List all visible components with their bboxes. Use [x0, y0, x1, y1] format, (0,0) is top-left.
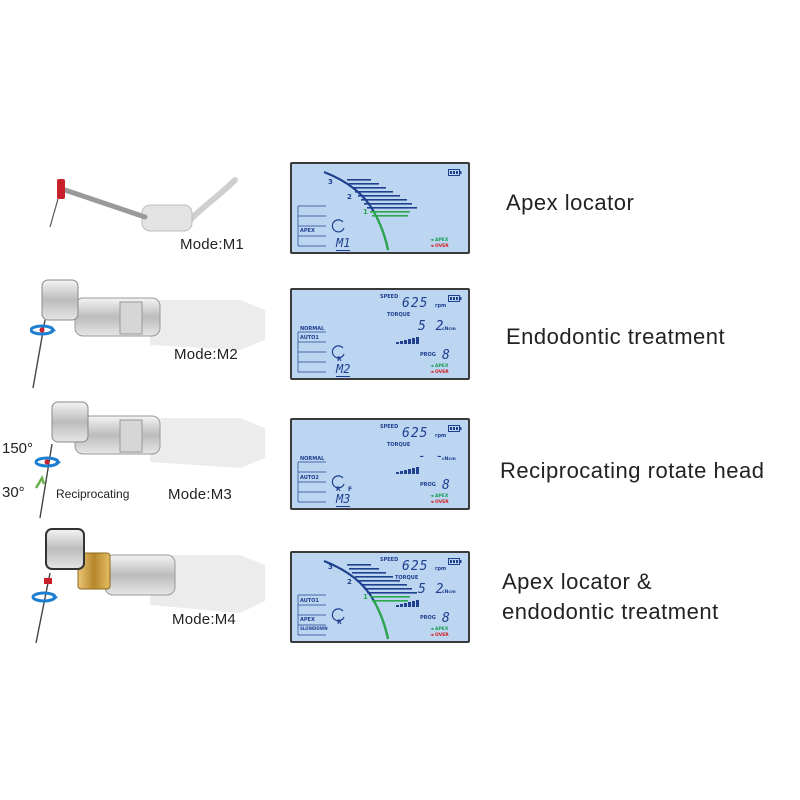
mode-row-m4: Mode:M4: [0, 525, 800, 655]
lcd-scale-2: 2: [347, 193, 352, 201]
lcd-apex-indicator: ◄ APEX: [430, 494, 449, 499]
title-line: Apex locator: [506, 190, 635, 215]
mode-label-m2: Mode:M2: [174, 346, 238, 363]
lcd-apex-indicator: ◄ APEX: [430, 364, 449, 369]
lcd-speed-label: SPEED: [380, 424, 399, 430]
lcd-mode-box: M3: [336, 492, 351, 507]
lcd-screen-m4: 3 2 1 SPEED 625 rpm TORQUE 5 2 cNcm AUTO…: [290, 551, 470, 643]
lcd-speed-unit: rpm: [435, 566, 447, 572]
lcd-over-indicator: ◄ OVER: [430, 370, 449, 375]
lcd-menu-auto1: AUTO1: [300, 335, 319, 341]
lcd-scale-2: 2: [347, 578, 352, 586]
lcd-speed-label: SPEED: [380, 294, 399, 300]
lcd-over-indicator: ◄ OVER: [430, 500, 449, 505]
lcd-scale-1: 1: [363, 593, 368, 601]
lcd-speed-unit: rpm: [435, 433, 447, 439]
lcd-direction: R: [337, 356, 342, 363]
lcd-menu-apex: APEX: [300, 617, 315, 623]
mode-label-m1: Mode:M1: [180, 236, 244, 253]
mode-row-m2: Mode:M2: [0, 270, 800, 390]
title-line: Reciprocating rotate head: [500, 458, 765, 483]
lcd-direction-r: R: [336, 486, 341, 493]
battery-icon: [448, 169, 462, 176]
lcd-speed-value: 625: [402, 559, 429, 574]
battery-icon: [448, 558, 462, 565]
angle-30-label: 30°: [2, 484, 25, 501]
lcd-menu-slowdown: SLOWDOWN: [300, 626, 328, 631]
lcd-speed-unit: rpm: [435, 303, 447, 309]
lcd-torque-unit: cNcm: [442, 457, 456, 462]
handpiece-image: [31, 528, 265, 644]
lcd-torque-value: - -: [418, 449, 445, 464]
lcd-mode-box: M1: [336, 236, 351, 251]
rotation-arrow-icon: [31, 591, 58, 603]
lcd-menu-normal: NORMAL: [300, 456, 325, 462]
lcd-prog-label: PROG: [420, 482, 436, 488]
title-line: endodontic treatment: [502, 599, 719, 624]
lcd-torque-value: 5 2: [418, 582, 445, 597]
lcd-apex-indicator: ◄ APEX: [430, 238, 449, 243]
lcd-speed-value: 625: [402, 296, 429, 311]
mode-title-m4: Apex locator & endodontic treatment: [502, 567, 719, 627]
lcd-torque-label: TORQUE: [395, 575, 419, 581]
lcd-torque-value: 5 2: [418, 319, 445, 334]
lcd-prog-label: PROG: [420, 615, 436, 621]
mode-label-m4: Mode:M4: [172, 611, 236, 628]
angle-150-label: 150°: [2, 440, 34, 457]
lcd-prog-value: 8: [442, 348, 451, 363]
lcd-torque-label: TORQUE: [387, 312, 411, 318]
mode-title-m2: Endodontic treatment: [506, 322, 725, 352]
lcd-menu-auto2: AUTO2: [300, 475, 319, 481]
lcd-speed-label: SPEED: [380, 557, 399, 563]
title-line: Apex locator &: [502, 569, 653, 594]
reciprocating-label: Reciprocating: [56, 487, 130, 501]
lcd-torque-label: TORQUE: [387, 442, 411, 448]
lcd-torque-unit: cNcm: [442, 327, 456, 332]
apex-clip-image: [49, 177, 238, 232]
lcd-scale-3: 3: [328, 178, 333, 186]
mode-label-m3: Mode:M3: [168, 486, 232, 503]
title-line: Endodontic treatment: [506, 324, 726, 349]
mode-title-m1: Apex locator: [506, 188, 634, 218]
battery-icon: [448, 295, 462, 302]
lcd-menu-normal: NORMAL: [300, 326, 325, 332]
lcd-screen-m3: SPEED 625 rpm TORQUE - - cNcm NORMAL AUT…: [290, 418, 470, 510]
lcd-screen-m1: 3 2 1 APEX M1 ◄ APEX ◄ OVER: [290, 162, 470, 254]
mode-title-m3: Reciprocating rotate head: [500, 456, 764, 486]
lcd-apex-indicator: ◄ APEX: [430, 627, 449, 632]
lcd-direction: R: [337, 619, 342, 626]
lcd-screen-m2: SPEED 625 rpm TORQUE 5 2 cNcm NORMAL AUT…: [290, 288, 470, 380]
handpiece-image: [30, 279, 265, 389]
lcd-prog-value: 8: [442, 478, 451, 493]
lcd-menu-auto1: AUTO1: [300, 598, 319, 604]
lcd-mode-box: M2: [336, 362, 351, 377]
lcd-torque-unit: cNcm: [442, 590, 456, 595]
lcd-scale-3: 3: [328, 563, 333, 571]
rotation-arrow-icon: [34, 456, 61, 468]
mode-row-m1: Mode:M1: [0, 160, 800, 270]
lcd-speed-value: 625: [402, 426, 429, 441]
mode-row-m3: 150° 30° Reciprocating Mode:M3: [0, 400, 800, 520]
lcd-scale-1: 1: [363, 208, 368, 216]
lcd-prog-value: 8: [442, 611, 451, 626]
lcd-menu-apex: APEX: [300, 228, 315, 234]
lcd-direction-f: F: [348, 486, 353, 493]
handpiece-image: [34, 401, 265, 519]
battery-icon: [448, 425, 462, 432]
rotation-arrow-icon: [30, 324, 56, 336]
lcd-over-indicator: ◄ OVER: [430, 244, 449, 249]
lcd-prog-label: PROG: [420, 352, 436, 358]
lcd-over-indicator: ◄ OVER: [430, 633, 449, 638]
